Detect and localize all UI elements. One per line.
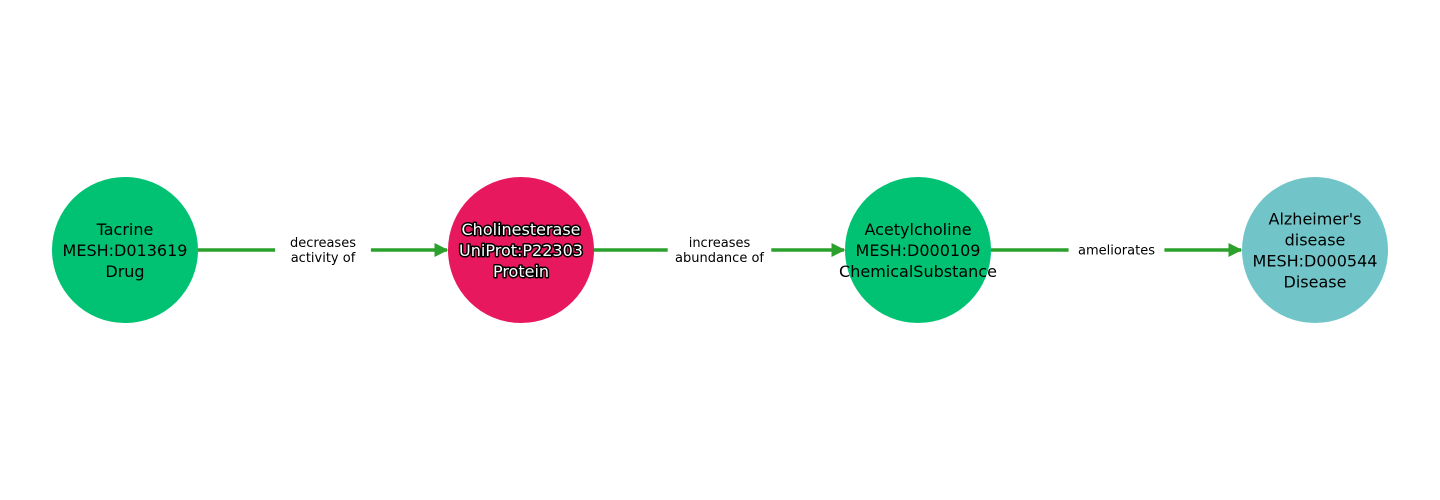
edge-label: activity of bbox=[291, 251, 356, 266]
edge-2: ameliorates bbox=[991, 240, 1243, 260]
edge-label: decreases bbox=[290, 236, 356, 251]
node-label: disease bbox=[1285, 231, 1346, 250]
node-label: Acetylcholine bbox=[864, 220, 971, 239]
node-circle[interactable] bbox=[448, 177, 594, 323]
edge-label: abundance of bbox=[675, 251, 764, 266]
node-circle[interactable] bbox=[52, 177, 198, 323]
node-label: Disease bbox=[1284, 273, 1347, 292]
node-label: MESH:D013619 bbox=[63, 241, 188, 260]
node-label: ChemicalSubstance bbox=[839, 262, 997, 281]
edge-label: ameliorates bbox=[1078, 244, 1155, 259]
edge-label-background bbox=[275, 233, 371, 267]
node-label: UniProt:P22303 bbox=[459, 241, 583, 260]
node-label: Cholinesterase bbox=[462, 220, 581, 239]
edge-label-background bbox=[1068, 240, 1165, 260]
node-acetylcholine[interactable]: AcetylcholineMESH:D000109ChemicalSubstan… bbox=[839, 177, 997, 323]
node-label: Protein bbox=[493, 262, 549, 281]
node-circle[interactable] bbox=[1242, 177, 1388, 323]
node-label: Tacrine bbox=[96, 220, 154, 239]
node-label: Alzheimer's bbox=[1269, 210, 1362, 229]
node-circle[interactable] bbox=[845, 177, 991, 323]
node-label: MESH:D000544 bbox=[1253, 252, 1378, 271]
node-label: Drug bbox=[105, 262, 144, 281]
edge-label: increases bbox=[689, 236, 751, 251]
edge-label-background bbox=[667, 233, 772, 267]
node-label: MESH:D000109 bbox=[856, 241, 981, 260]
